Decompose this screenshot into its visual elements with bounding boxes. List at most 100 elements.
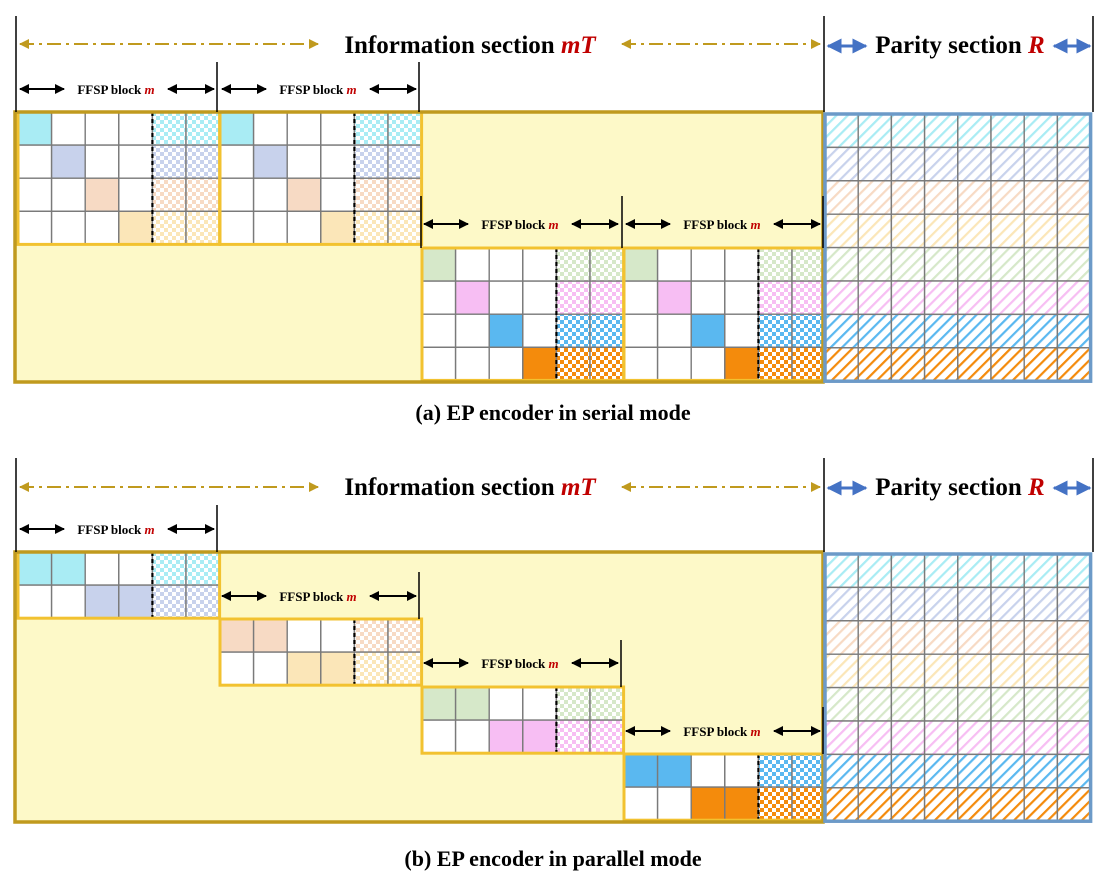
info-section-label: Information section mT xyxy=(344,32,597,59)
block-cell xyxy=(252,144,288,179)
block-cell xyxy=(286,144,322,179)
parity-cell xyxy=(824,246,859,282)
block-cell xyxy=(17,584,53,619)
parity-cell xyxy=(1023,213,1059,249)
block-cell xyxy=(17,111,53,146)
parity-cell xyxy=(1056,246,1092,282)
parity-cell xyxy=(923,347,959,382)
block-cell xyxy=(791,786,827,821)
parity-cell xyxy=(923,753,959,789)
parity-cell xyxy=(957,787,992,822)
block-cell xyxy=(151,144,187,179)
block-cell xyxy=(219,210,255,246)
block-label-1: FFSP block m xyxy=(77,82,154,97)
parity-cell xyxy=(890,553,926,589)
block-cell xyxy=(656,786,692,821)
parity-cell xyxy=(957,653,992,689)
parity-section-label: Parity section R xyxy=(875,474,1044,501)
parity-cell xyxy=(890,313,926,349)
block-cell xyxy=(757,753,793,788)
parity-cell xyxy=(990,246,1025,282)
block-cell xyxy=(589,719,625,754)
ffsp-block xyxy=(218,110,424,246)
block-cell xyxy=(555,719,591,754)
block-cell xyxy=(387,618,423,653)
block-cell xyxy=(488,346,524,382)
parity-cell xyxy=(957,113,992,149)
parity-cell xyxy=(1056,753,1092,789)
parity-cell xyxy=(990,180,1025,215)
block-cell xyxy=(320,618,356,653)
block-cell xyxy=(555,346,591,382)
parity-cell xyxy=(1056,686,1092,722)
block-cell xyxy=(320,177,356,212)
parity-cell xyxy=(824,113,859,149)
block-cell xyxy=(555,313,591,349)
block-cell xyxy=(17,177,53,212)
block-cell xyxy=(353,144,389,179)
parity-cell xyxy=(857,280,893,316)
parity-cell xyxy=(957,686,992,722)
block-cell xyxy=(50,210,86,246)
parity-cell xyxy=(1023,313,1059,349)
block-cell xyxy=(50,111,86,146)
parity-cell xyxy=(957,213,992,249)
parity-cell xyxy=(923,553,959,589)
parity-cell xyxy=(990,347,1025,382)
block-cell xyxy=(522,686,558,721)
block-cell xyxy=(791,280,827,315)
block-border xyxy=(218,617,424,687)
parity-cell xyxy=(824,720,859,756)
parity-cell xyxy=(890,113,926,149)
parity-cell xyxy=(957,347,992,382)
parity-cell xyxy=(957,620,992,655)
block-cell xyxy=(656,247,692,282)
block-cell xyxy=(286,177,322,212)
parity-cell xyxy=(957,180,992,215)
block-cell xyxy=(757,786,793,821)
block-cell xyxy=(522,247,558,282)
block-cell xyxy=(623,786,659,821)
parity-cell xyxy=(890,620,926,655)
parity-cell xyxy=(824,280,859,316)
block-cell xyxy=(387,210,423,246)
block-cell xyxy=(118,584,154,619)
parity-cell xyxy=(1023,620,1059,655)
parity-cell xyxy=(1023,180,1059,215)
parity-cell xyxy=(1023,720,1059,756)
block-cell xyxy=(724,346,760,382)
block-cell xyxy=(757,346,793,382)
block-cell xyxy=(656,346,692,382)
block-cell xyxy=(757,313,793,349)
block-cell xyxy=(320,111,356,146)
block-cell xyxy=(623,346,659,382)
block-cell xyxy=(118,144,154,179)
block-cell xyxy=(454,719,490,754)
block-cell xyxy=(690,346,726,382)
parity-cell xyxy=(957,146,992,182)
block-cell xyxy=(623,313,659,349)
block-cell xyxy=(387,144,423,179)
parity-cell xyxy=(890,653,926,689)
block-cell xyxy=(589,247,625,282)
block-cell xyxy=(320,144,356,179)
parity-cell xyxy=(824,787,859,822)
parity-cell xyxy=(824,620,859,655)
block-cell xyxy=(252,618,288,653)
block-cell xyxy=(791,247,827,282)
block-cell xyxy=(219,177,255,212)
block-cell xyxy=(589,346,625,382)
block-cell xyxy=(320,210,356,246)
parity-section-label: Parity section R xyxy=(875,32,1044,59)
parity-cell xyxy=(957,753,992,789)
block-cell xyxy=(555,247,591,282)
block-cell xyxy=(623,280,659,315)
panel-serial-mode: Information section mT Parity section R … xyxy=(13,16,1094,425)
parity-cell xyxy=(923,180,959,215)
parity-cell xyxy=(890,280,926,316)
block-cell xyxy=(151,584,187,619)
block-cell xyxy=(589,686,625,721)
parity-cell xyxy=(1056,213,1092,249)
parity-cell xyxy=(824,586,859,622)
block-cell xyxy=(454,280,490,315)
